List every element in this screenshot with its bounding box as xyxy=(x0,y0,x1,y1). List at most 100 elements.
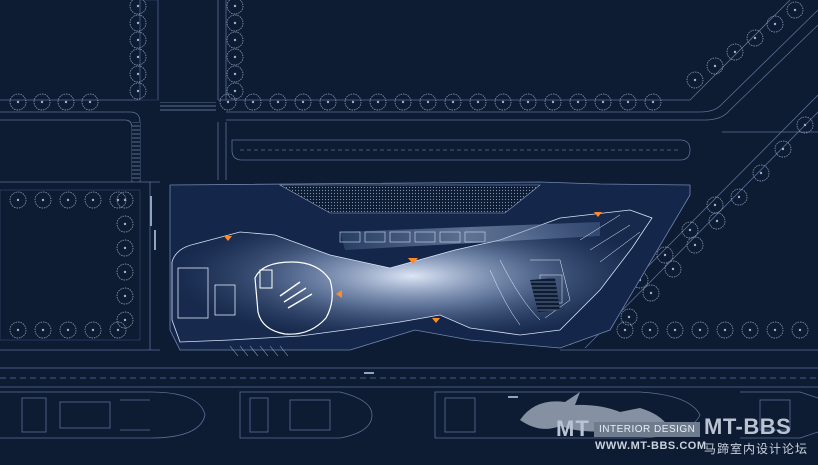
lift-core xyxy=(259,269,273,289)
tree-symbol xyxy=(774,140,792,158)
tree-symbol xyxy=(544,93,562,111)
ship-outline xyxy=(239,391,373,439)
tree-trunk xyxy=(123,294,127,298)
tree-trunk xyxy=(123,198,127,202)
tree-trunk xyxy=(41,328,45,332)
tree-symbol xyxy=(294,93,312,111)
bus-bays xyxy=(339,231,486,243)
tree-symbol xyxy=(109,321,127,339)
tree-trunk xyxy=(673,328,677,332)
tree-symbol xyxy=(226,82,244,100)
tree-symbol xyxy=(219,93,237,111)
tree-trunk xyxy=(136,4,140,8)
tree-symbol xyxy=(620,308,638,326)
tree-symbol xyxy=(741,321,759,339)
tree-trunk xyxy=(233,21,237,25)
watermark-url: WWW.MT-BBS.COM xyxy=(595,440,707,452)
tree-symbol xyxy=(129,82,147,100)
tree-trunk xyxy=(627,315,631,319)
tree-symbol xyxy=(129,31,147,49)
tree-trunk xyxy=(226,100,230,104)
watermark-logo-box: INTERIOR DESIGN xyxy=(594,422,701,437)
tree-symbol xyxy=(129,65,147,83)
tree-trunk xyxy=(66,328,70,332)
tree-trunk xyxy=(663,253,667,257)
tree-symbol xyxy=(631,271,649,289)
arrow-marker xyxy=(432,318,440,323)
parking-south xyxy=(229,345,289,357)
tree-symbol xyxy=(569,93,587,111)
watermark-logo-right: MT-BBS xyxy=(704,414,792,439)
tree-trunk xyxy=(651,100,655,104)
tree-trunk xyxy=(601,100,605,104)
ramp-stairs xyxy=(530,278,560,312)
tree-symbol xyxy=(664,260,682,278)
tree-trunk xyxy=(753,36,757,40)
tree-trunk xyxy=(233,72,237,76)
tree-trunk xyxy=(136,72,140,76)
tree-trunk xyxy=(16,328,20,332)
walkway-band xyxy=(340,222,600,250)
tree-symbol xyxy=(619,93,637,111)
tree-trunk xyxy=(123,270,127,274)
tree-trunk xyxy=(326,100,330,104)
watermark-logo-left: MT xyxy=(556,416,590,441)
tree-trunk xyxy=(723,328,727,332)
tree-trunk xyxy=(123,318,127,322)
tree-symbol xyxy=(686,71,704,89)
arrow-marker xyxy=(336,290,342,298)
tree-symbol xyxy=(226,65,244,83)
tree-trunk xyxy=(576,100,580,104)
tree-trunk xyxy=(688,228,692,232)
planting-strips xyxy=(0,0,159,341)
tree-symbol xyxy=(9,93,27,111)
tree-trunk xyxy=(136,89,140,93)
tree-trunk xyxy=(626,100,630,104)
tree-symbol xyxy=(444,93,462,111)
tree-symbol xyxy=(394,93,412,111)
tree-trunk xyxy=(233,38,237,42)
tree-trunk xyxy=(123,246,127,250)
tree-symbol xyxy=(129,48,147,66)
tree-row xyxy=(9,0,814,339)
tree-trunk xyxy=(136,21,140,25)
ship-outline xyxy=(434,391,818,439)
crosswalk-west xyxy=(132,122,140,180)
road-network xyxy=(0,0,818,388)
tree-trunk xyxy=(376,100,380,104)
tree-trunk xyxy=(781,147,785,151)
tree-symbol xyxy=(269,93,287,111)
tree-symbol xyxy=(666,321,684,339)
tree-symbol xyxy=(369,93,387,111)
tree-symbol xyxy=(116,311,134,329)
tree-trunk xyxy=(301,100,305,104)
tree-symbol xyxy=(116,263,134,281)
tree-symbol xyxy=(706,196,724,214)
tree-trunk xyxy=(401,100,405,104)
tree-symbol xyxy=(116,239,134,257)
tree-symbol xyxy=(319,93,337,111)
tree-symbol xyxy=(766,321,784,339)
tree-trunk xyxy=(351,100,355,104)
tree-trunk xyxy=(88,100,92,104)
escalator xyxy=(279,281,313,309)
tree-symbol xyxy=(746,29,764,47)
tree-symbol xyxy=(752,164,770,182)
tree-trunk xyxy=(671,267,675,271)
west-block xyxy=(177,267,209,319)
tree-trunk xyxy=(64,100,68,104)
tree-trunk xyxy=(116,328,120,332)
tree-symbol xyxy=(59,191,77,209)
tree-trunk xyxy=(233,55,237,59)
tree-symbol xyxy=(642,284,660,302)
tree-symbol xyxy=(656,246,674,264)
tree-trunk xyxy=(793,8,797,12)
tree-trunk xyxy=(116,198,120,202)
ship-outline xyxy=(0,391,206,439)
tree-trunk xyxy=(623,328,627,332)
tree-symbol xyxy=(616,321,634,339)
tree-trunk xyxy=(451,100,455,104)
tree-trunk xyxy=(649,291,653,295)
tree-symbol xyxy=(84,191,102,209)
